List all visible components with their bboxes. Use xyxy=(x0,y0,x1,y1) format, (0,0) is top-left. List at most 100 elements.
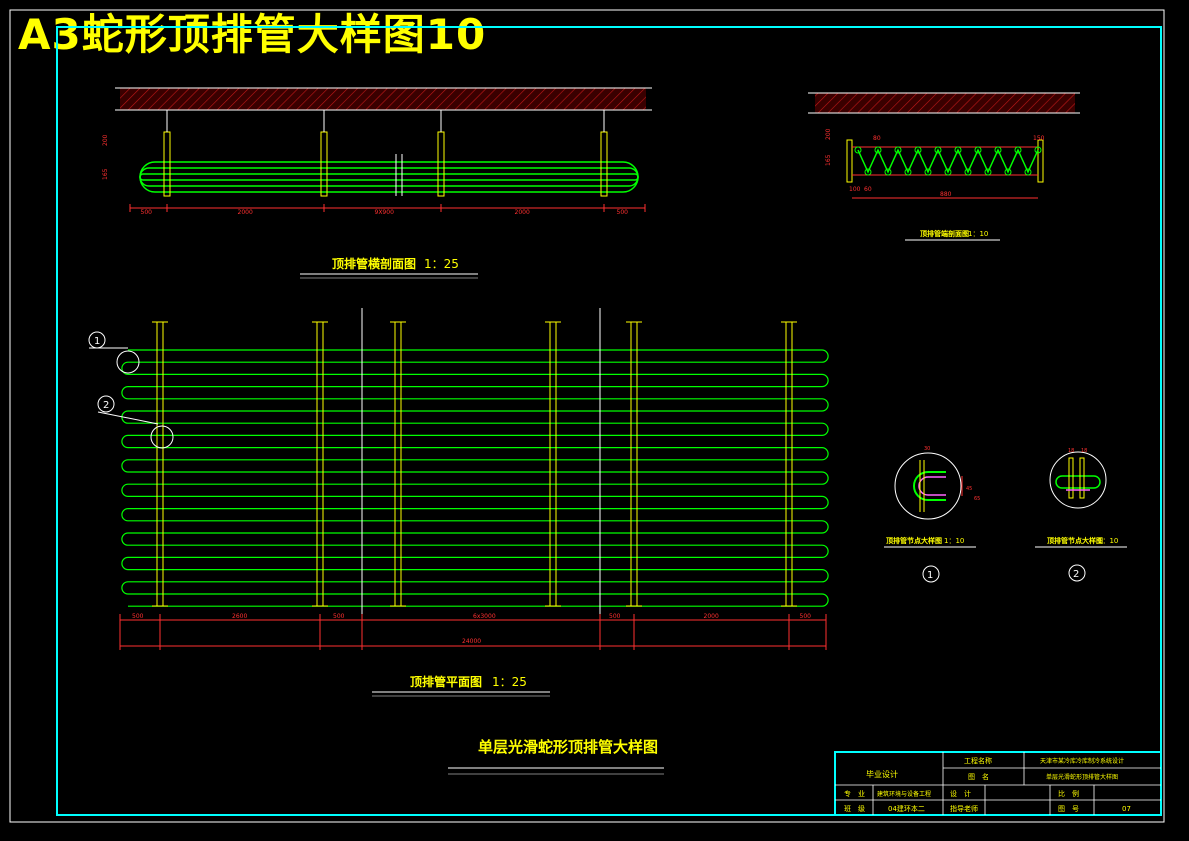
section-coil-loop xyxy=(139,173,639,181)
inner-frame xyxy=(56,26,1162,816)
plan-pipe-bend xyxy=(121,434,129,449)
detail-2-dim-a: 18 xyxy=(1068,448,1074,454)
plan-pipe-bend xyxy=(121,556,129,571)
detail-1-title: 顶排管节点大样图 xyxy=(886,536,942,545)
detail-2-title: 顶排管节点大样图 xyxy=(1047,536,1103,545)
plan-dim-label: 500 xyxy=(132,613,144,620)
ceiling-slab-hatch xyxy=(120,88,646,110)
plan-pipe-bend xyxy=(821,544,829,558)
plan-pipe-bend xyxy=(821,349,829,363)
end-pipe-circle xyxy=(904,168,912,176)
end-pipe-circle xyxy=(1014,146,1022,154)
end-pipe-circles xyxy=(854,146,1042,176)
end-pipe-circle xyxy=(894,146,902,154)
plan-pipe-bend xyxy=(121,508,129,522)
plan-support-beam xyxy=(394,321,402,607)
title-block: 毕业设计 工程名称 天津市某冷库冷库制冷系统设计 图 名 单层光滑蛇形顶排管大样… xyxy=(834,751,1162,816)
tb-drawing-no-label: 图 号 xyxy=(1058,805,1079,813)
page-title: A3蛇形顶排管大样图10 xyxy=(18,10,487,59)
tb-drawing-name-value: 单层光滑蛇形顶排管大样图 xyxy=(1046,773,1118,781)
detail-1-number: 1 xyxy=(927,570,933,581)
end-pipe-circle xyxy=(934,146,942,154)
end-slab-hatch xyxy=(815,93,1075,113)
plan-pipe-bend xyxy=(821,373,829,388)
plan-pipe-bend xyxy=(121,459,129,473)
end-dim-60: 60 xyxy=(864,186,872,193)
tb-project-name-value: 天津市某冷库冷库制冷系统设计 xyxy=(1040,757,1124,765)
end-pipe-circle xyxy=(854,146,862,154)
detail-1-dim-30: 30 xyxy=(924,446,930,452)
end-pipe-circle xyxy=(924,168,932,176)
plan-view-title: 顶排管平面图 xyxy=(410,674,482,689)
end-pipe-circle xyxy=(954,146,962,154)
plan-pipe-bend xyxy=(121,581,129,595)
plan-dim-label: 6x3000 xyxy=(473,613,496,620)
end-pipe-circle xyxy=(1024,168,1032,176)
plan-dim-label: 500 xyxy=(333,613,345,620)
tb-major-label: 专 业 xyxy=(844,789,865,798)
end-coil-zigzag xyxy=(857,148,1039,174)
end-dim-165: 165 xyxy=(825,154,832,166)
section-dim-label: 500 xyxy=(141,209,153,216)
tb-scale-label: 比 例 xyxy=(1058,789,1079,798)
plan-total-dim: 24000 xyxy=(462,638,481,645)
tb-drawing-name-label: 图 名 xyxy=(968,772,989,781)
section-view: 500 2000 9X900 2000 500 200 165 顶排管横剖面图 1：25 xyxy=(102,87,652,279)
plan-pipe-bend xyxy=(121,532,129,546)
detail-1-dim-45: 45 xyxy=(966,486,972,492)
detail-2: 18 18 顶排管节点大样图 1：10 2 xyxy=(1035,448,1127,582)
section-view-title: 顶排管横剖面图 xyxy=(332,256,416,271)
end-dim-100: 100 xyxy=(849,186,861,193)
section-dim-label: 2000 xyxy=(515,209,530,216)
plan-dim-label: 500 xyxy=(609,613,621,620)
plan-support-beam xyxy=(630,321,638,607)
main-caption: 单层光滑蛇形顶排管大样图 xyxy=(478,738,658,756)
end-pipe-circle xyxy=(1004,168,1012,176)
plan-support-beam xyxy=(785,321,793,607)
tb-drawing-no-value: 07 xyxy=(1122,805,1131,813)
end-dim-880: 880 xyxy=(940,191,952,198)
end-pipe-circle xyxy=(944,168,952,176)
detail-1: 30 45 65 顶排管节点大样图 1：10 1 xyxy=(884,446,980,583)
plan-pipe-bend xyxy=(821,471,829,485)
section-dim-height-165: 165 xyxy=(102,168,109,180)
tb-major-value: 建筑环境与设备工程 xyxy=(877,790,931,798)
section-hangers xyxy=(163,110,608,197)
outer-frame xyxy=(9,9,1165,823)
end-pipe-circle xyxy=(994,146,1002,154)
tb-project-name-label: 工程名称 xyxy=(964,756,992,765)
plan-pipe-bend xyxy=(821,422,829,436)
callout-2-label: 2 xyxy=(103,400,109,411)
end-pipe-circle xyxy=(984,168,992,176)
section-dim-label: 500 xyxy=(617,209,629,216)
end-pipe-circle xyxy=(884,168,892,176)
plan-pipe-bend xyxy=(821,447,829,461)
section-coil-loop xyxy=(139,161,639,193)
end-pipe-circle xyxy=(1034,146,1042,154)
tb-graduation-design: 毕业设计 xyxy=(866,769,898,779)
end-pipe-circle xyxy=(864,168,872,176)
end-section-view: 880 80 150 100 60 200 165 顶排管端剖面图 1：10 xyxy=(808,92,1080,241)
tb-class-label: 班 级 xyxy=(844,804,865,813)
detail-1-dim-65: 65 xyxy=(974,496,980,502)
tb-advisor-label: 指导老师 xyxy=(950,804,978,813)
plan-pipe-rows xyxy=(121,349,829,607)
section-dim-label: 9X900 xyxy=(375,209,395,216)
end-pipe-circle xyxy=(914,146,922,154)
section-view-scale: 1：25 xyxy=(424,257,459,271)
section-dimensions: 500 2000 9X900 2000 500 xyxy=(129,204,646,216)
end-dim-80: 80 xyxy=(873,135,881,142)
detail-2-dim-b: 18 xyxy=(1081,448,1087,454)
plan-dim-label: 2000 xyxy=(704,613,719,620)
section-dim-label: 2000 xyxy=(238,209,253,216)
plan-pipe-bend xyxy=(121,361,129,375)
section-dim-height-200: 200 xyxy=(102,134,109,146)
plan-support-beam xyxy=(549,321,557,607)
plan-support-beam xyxy=(316,321,324,607)
plan-pipe-bend xyxy=(121,483,129,497)
detail-1-scale: 1：10 xyxy=(944,537,964,545)
plan-pipe-bend xyxy=(121,386,129,400)
